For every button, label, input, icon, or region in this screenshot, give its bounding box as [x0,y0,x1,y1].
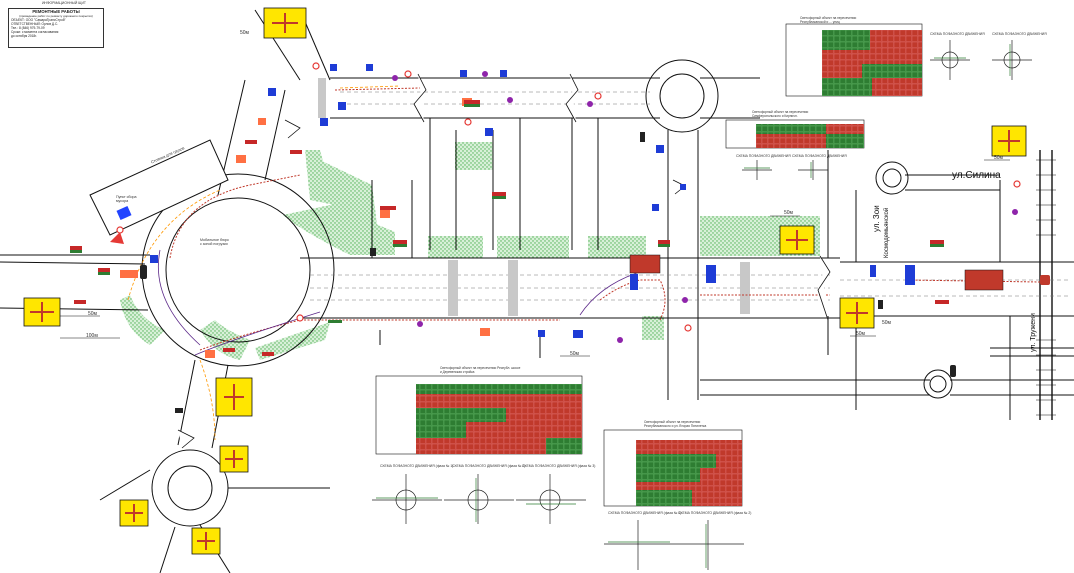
signal-table-top-right [785,23,923,97]
phase-schemes [372,40,1032,570]
scheme-caption-p3: СХЕМА ПОФАЗНОГО ДВИЖЕНИЯ (фаза № 3) [522,464,596,468]
object-label: ОБЪЕКТ: [11,18,25,22]
info-panel-subtitle: (проведение работ по ремонту дорожного п… [19,14,93,18]
distance-label: 50м [784,210,793,216]
info-panel-title: РЕМОНТНЫЕ РАБОТЫ [32,9,80,14]
traffic-lights [70,100,949,356]
table-top-right-title: Светофорный объект на пересечении Респуб… [800,16,857,24]
distance-markers [60,159,1010,357]
street-label-zoi: ул. Зои [872,205,881,232]
responsible-name: Орлов Д.С. [41,22,59,26]
prohibitory-signs [116,62,1021,332]
signal-table-bottom-right [603,429,743,507]
responsible-label: ОТВЕТСТВЕННЫЙ: [11,22,41,26]
lane-markings [310,91,1070,301]
railway-ties [1036,159,1056,416]
contractor-name: ООО "СамараТрансСтрой" [25,18,66,22]
road-break-marks [177,73,831,449]
collection-point-caption: Пункт сбора мусора [116,195,137,203]
info-panel-caption: ИНФОРМАЦИОННЫЙ ЩИТ [42,1,86,5]
scheme-caption-p5: СХЕМА ПОФАЗНОГО ДВИЖЕНИЯ (фаза № 2) [678,511,752,515]
mobile-office-caption: Мобильное бюро с зоной погрузки [200,238,229,246]
table-bottom-right-title: Светофорный объект на пересечении Респуб… [644,420,707,428]
scheme-caption-p1: СХЕМА ПОФАЗНОГО ДВИЖЕНИЯ (фаза № 1) [380,464,454,468]
distance-label: 50м [88,311,97,317]
phone-number: 8 (846) 979-79-09 [18,26,45,30]
detour-orange [127,85,401,441]
purple-signs [392,71,1018,343]
phone-label: Тел.: [11,26,19,30]
distance-label: 50м [570,351,579,357]
signal-table-mid [725,119,865,149]
distance-label: 50м [882,320,891,326]
distance-label: 50м [240,30,249,36]
term-label: Сроки: [11,30,21,34]
blue-signs [150,64,915,338]
table-bottom-left-title: Светофорный объект на пересечении Респуб… [440,366,521,374]
term-value: с момента согласования [21,30,59,34]
distance-label: 100м [86,333,98,339]
scheme-caption-p2: СХЕМА ПОФАЗНОГО ДВИЖЕНИЯ (фаза № 2) [452,464,526,468]
scheme-caption-2: СХЕМА ПОФАЗНОГО ДВИЖЕНИЯ [992,32,1047,36]
signal-table-bottom-left [375,375,583,455]
street-label-zoi-sub: Космодемьянской [884,207,890,258]
construction-machinery [120,98,1004,358]
crosswalks [318,78,750,316]
street-label-silina: ул.Силина [952,170,1001,181]
yellow-temporary-signs [23,7,1027,555]
vehicles [140,132,1050,413]
scheme-caption-mid-2: СХЕМА ПОФАЗНОГО ДВИЖЕНИЯ [792,154,847,158]
table-mid-title: Светофорный объект на пересечении Симфер… [752,110,809,118]
distance-label: 50м [994,155,1003,161]
scheme-caption-mid-1: СХЕМА ПОФАЗНОГО ДВИЖЕНИЯ [736,154,791,158]
work-zone-boundary [169,87,1041,351]
term-end: до октября 2018г. [11,34,37,38]
distance-label: 50м [856,331,865,337]
info-panel: РЕМОНТНЫЕ РАБОТЫ (проведение работ по ре… [8,8,104,48]
street-label-tsentralnaya: ул. Тружени [1030,313,1037,352]
scheme-caption-p4: СХЕМА ПОФАЗНОГО ДВИЖЕНИЯ (фаза № 1) [608,511,682,515]
scheme-caption-1: СХЕМА ПОФАЗНОГО ДВИЖЕНИЯ [930,32,985,36]
construction-site-building [89,139,229,244]
